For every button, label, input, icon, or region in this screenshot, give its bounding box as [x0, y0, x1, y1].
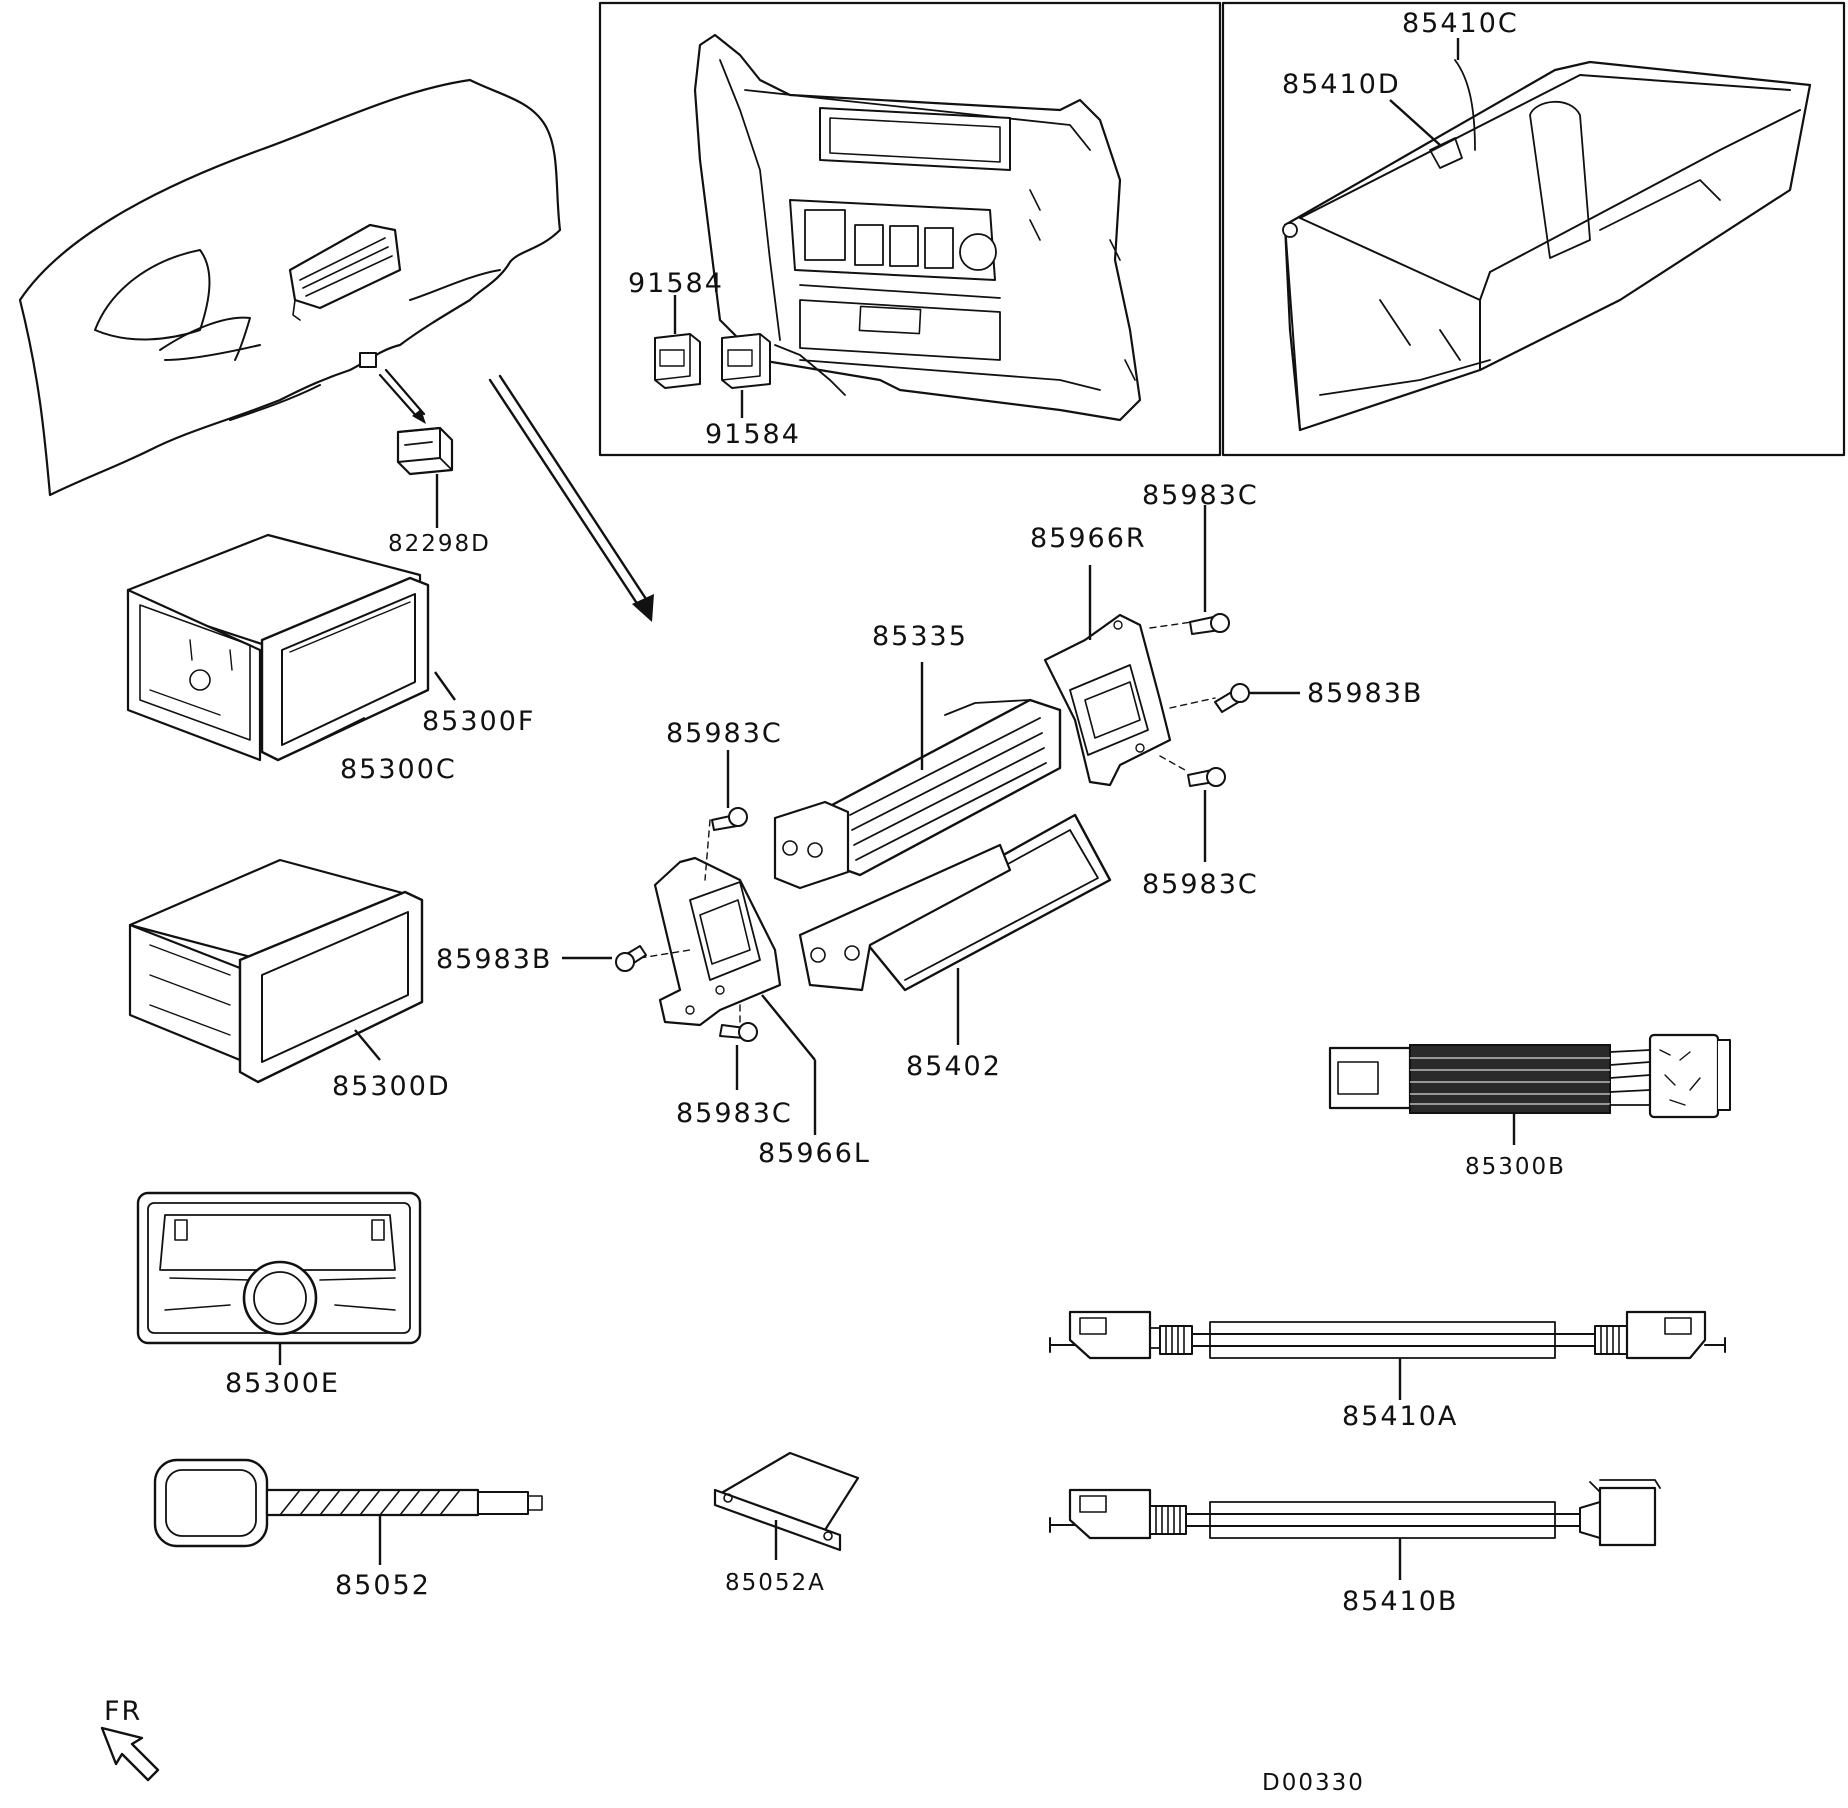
label-cable-a: 85410A	[1342, 1401, 1458, 1432]
panel-button-4	[924, 227, 954, 269]
label-glovebox-c: 85410C	[1402, 8, 1519, 39]
label-pocket-lower: 85402	[906, 1051, 1002, 1082]
panel-button-2	[854, 224, 884, 266]
label-glovebox-d: 85410D	[1282, 69, 1401, 100]
arrow-to-pocket	[488, 374, 654, 622]
label-unit-display: 85300D	[332, 1071, 451, 1102]
panel-knob	[959, 233, 997, 271]
label-switch-lower: 91584	[705, 419, 801, 450]
cable-a-part	[1049, 1310, 1726, 1400]
label-pocket-upper: 85335	[872, 621, 968, 652]
pocket-assembly	[639, 565, 1216, 1135]
screw-left	[562, 945, 647, 972]
dash-vent	[288, 223, 402, 321]
bracket-left	[653, 856, 782, 1027]
head-unit-c	[126, 533, 456, 762]
panel-button-3	[889, 225, 919, 267]
label-switch-upper: 91584	[628, 268, 724, 299]
label-bracket-left: 85966L	[758, 1138, 871, 1169]
switch-left	[654, 333, 701, 389]
label-unit-body: 85300C	[340, 754, 457, 785]
label-unit-front: 85300F	[422, 706, 535, 737]
panel-button-1	[804, 209, 846, 261]
label-screw-bottom-left: 85983C	[676, 1098, 793, 1129]
inset-frame-left	[598, 1, 1222, 457]
front-direction-arrow: FR	[100, 1696, 160, 1782]
label-screw-right: 85983B	[1307, 678, 1423, 709]
label-screw-left: 85983B	[436, 944, 552, 975]
label-bracket-right: 85966R	[1030, 523, 1147, 554]
label-antenna: 85052	[335, 1570, 431, 1601]
inset-frame-right	[1221, 1, 1846, 457]
dash-hole	[359, 352, 377, 368]
screw-top-left	[711, 750, 748, 831]
bracket-right	[1043, 613, 1172, 787]
inset-center-panel	[598, 1, 1222, 457]
dashboard-outline	[18, 78, 562, 497]
cable-b-part	[1049, 1479, 1661, 1580]
front-arrow-icon	[100, 1726, 160, 1782]
label-plug: 82298D	[388, 531, 491, 557]
screw-lower-right	[1187, 767, 1226, 862]
head-unit-d	[128, 858, 424, 1084]
harness-part	[1328, 1033, 1731, 1145]
plug-part	[396, 426, 454, 528]
screw-bottom-left	[719, 1022, 758, 1090]
antenna-part	[153, 1458, 543, 1565]
label-unit-radio: 85300E	[225, 1368, 340, 1399]
inset-glovebox	[1221, 1, 1846, 457]
label-harness: 85300B	[1465, 1154, 1566, 1180]
arrow-to-plug	[378, 368, 426, 424]
label-antenna-plate: 85052A	[725, 1570, 826, 1596]
screw-top-right	[1189, 505, 1230, 635]
switch-right	[721, 333, 771, 389]
label-screw-top-right: 85983C	[1142, 480, 1259, 511]
direction-label: FR	[104, 1696, 142, 1727]
screw-right	[1214, 683, 1300, 713]
label-cable-b: 85410B	[1342, 1586, 1458, 1617]
label-screw-top-left: 85983C	[666, 718, 783, 749]
label-screw-lower-right: 85983C	[1142, 869, 1259, 900]
antenna-plate-part	[713, 1451, 860, 1560]
drawing-code: D00330	[1262, 1770, 1365, 1796]
head-unit-e	[136, 1191, 422, 1365]
